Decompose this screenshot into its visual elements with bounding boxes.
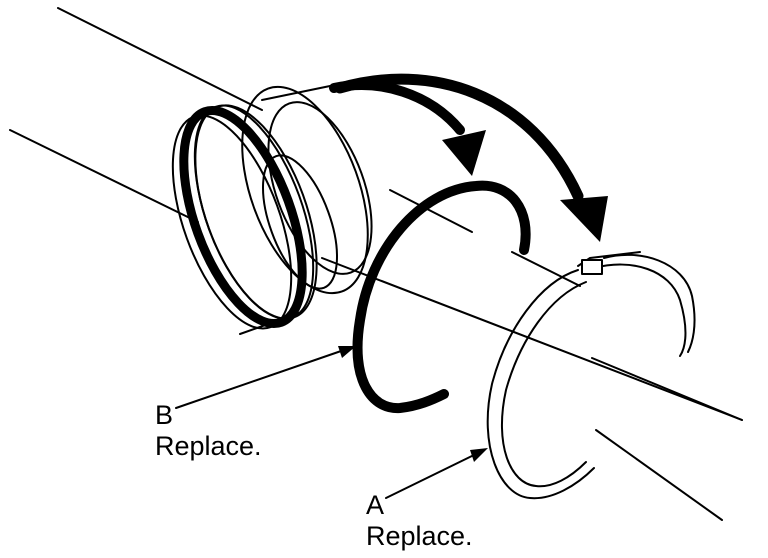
seal-ring-b	[352, 180, 531, 414]
callout-a-note: Replace.	[366, 521, 473, 551]
leader-a	[385, 448, 488, 499]
callout-b-id: B	[155, 400, 174, 430]
callout-a-id: A	[366, 490, 385, 520]
callout-a: A Replace.	[366, 490, 473, 552]
leader-b	[175, 346, 356, 409]
seal-ring-a	[486, 251, 696, 500]
hub-groove-ring	[179, 104, 315, 329]
callout-b: B Replace.	[155, 400, 262, 462]
rotation-arrow-outer	[334, 73, 608, 242]
callout-b-note: Replace.	[155, 431, 262, 461]
shaft	[9, 7, 743, 521]
